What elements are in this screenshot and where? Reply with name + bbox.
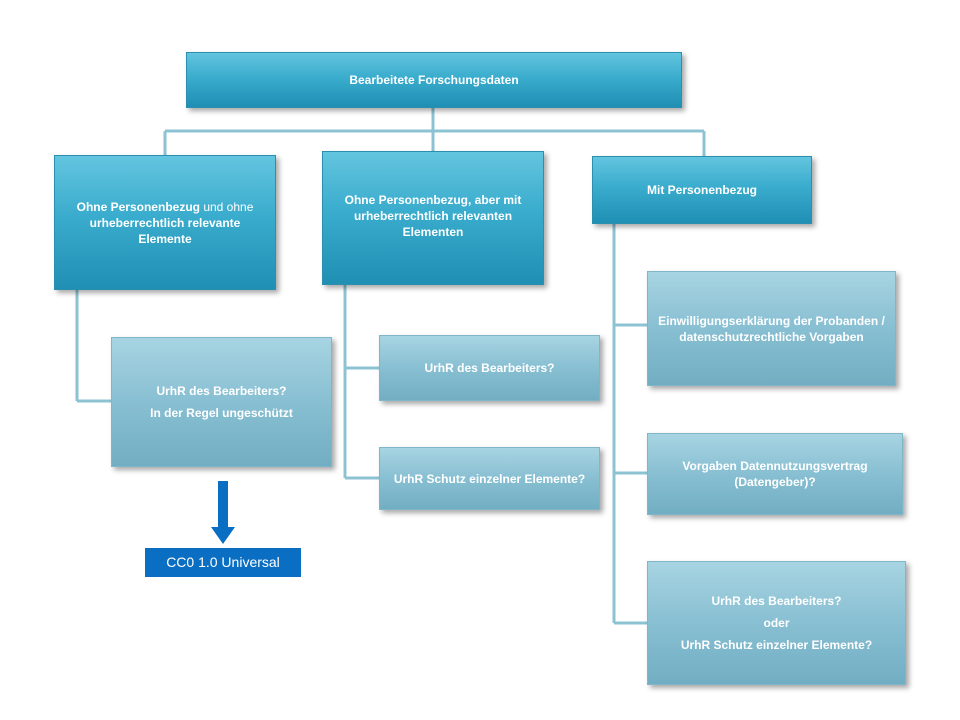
child-node-element-protection: UrhR Schutz einzelner Elemente?	[379, 447, 600, 510]
branch-node-no-personal-with-copyright: Ohne Personenbezug, aber mit urheberrech…	[322, 151, 544, 285]
root-node-label: Bearbeitete Forschungsdaten	[349, 73, 519, 87]
branch-node-label-part: urheberrechtlich relevante	[89, 215, 241, 230]
child-node-consent: Einwilligungserklärung der Probanden / d…	[647, 271, 896, 386]
branch-node-label-line: urheberrechtlich relevanten	[353, 209, 513, 223]
branch-node-label: Ohne Personenbezug und ohne	[77, 199, 254, 215]
branch-node-label: Mit Personenbezug	[646, 183, 757, 197]
child-node-label-line: UrhR Schutz einzelner Elemente?	[680, 638, 873, 652]
child-node-editor-or-element-protection: UrhR des Bearbeiters? oder UrhR Schutz e…	[647, 561, 906, 685]
child-node-label-line: oder	[763, 616, 790, 630]
license-badge: CC0 1.0 Universal	[145, 548, 301, 577]
child-node-data-use-agreement: Vorgaben Datennutzungsvertrag (Datengebe…	[647, 433, 903, 515]
child-node-label-line: UrhR des Bearbeiters?	[711, 594, 842, 608]
child-node-label-line: datenschutzrechtliche Vorgaben	[679, 329, 864, 344]
branch-node-label-line: Ohne Personenbezug, aber mit	[344, 193, 522, 207]
down-arrow	[211, 481, 235, 544]
child-node-label-line: Vorgaben Datennutzungsvertrag	[682, 459, 868, 473]
branch-node-label-line: Elementen	[402, 225, 464, 239]
child-node-label-line: UrhR des Bearbeiters?	[156, 384, 287, 398]
branch-node-no-personal-no-copyright: Ohne Personenbezug und ohne urheberrecht…	[54, 155, 276, 290]
branch-node-label-part: Elemente	[138, 231, 192, 246]
child-node-editor-copyright-2: UrhR des Bearbeiters?	[379, 335, 600, 401]
branch-node-personal: Mit Personenbezug	[592, 156, 812, 224]
branch-node-label-part: Ohne Personenbezug	[76, 199, 200, 214]
child-node-label-line: UrhR Schutz einzelner Elemente?	[393, 471, 586, 486]
child-node-label-line: (Datengeber)?	[734, 475, 816, 489]
child-node-label-line: In der Regel ungeschützt	[150, 406, 293, 420]
root-node: Bearbeitete Forschungsdaten	[186, 52, 682, 108]
child-node-editor-copyright: UrhR des Bearbeiters? In der Regel unges…	[111, 337, 332, 467]
child-node-label-line: Einwilligungserklärung der Probanden /	[658, 313, 885, 328]
child-node-label-line: UrhR des Bearbeiters?	[424, 361, 555, 375]
branch-node-label-part: und ohne	[199, 199, 254, 214]
